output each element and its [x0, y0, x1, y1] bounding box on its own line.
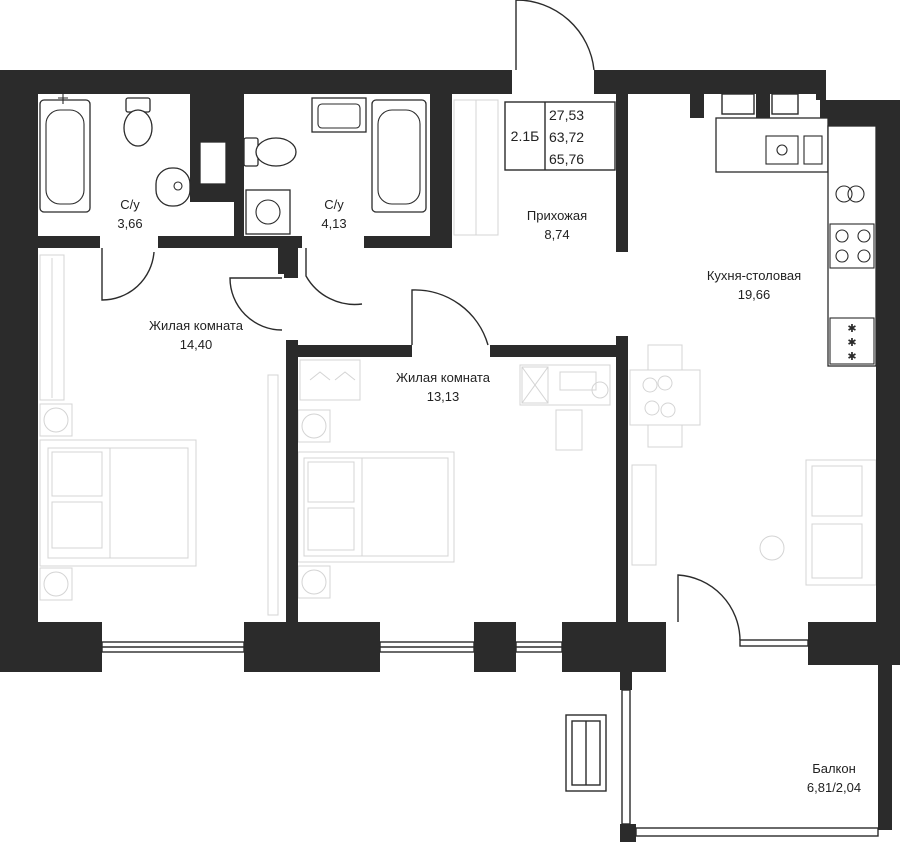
balcony-name: Балкон: [812, 761, 856, 776]
sofa-icon: [759, 459, 877, 586]
entrance-door-swing: [515, 0, 595, 71]
svg-text:✱: ✱: [847, 323, 856, 335]
bed-icon: [39, 439, 197, 567]
kitchen-area: 19,66: [738, 287, 771, 302]
bathtub-icon: [371, 99, 427, 213]
living1-name: Жилая комната: [149, 318, 244, 333]
area-living: 27,53: [549, 107, 584, 123]
svg-text:✱: ✱: [847, 337, 856, 349]
bath1-name: С/у: [120, 197, 140, 212]
area-total-balcony: 65,76: [549, 151, 584, 167]
dining-table-icon: [629, 344, 701, 448]
bath1-area: 3,66: [117, 216, 142, 231]
apartment-info-tag: 2.1Б 27,53 63,72 65,76: [504, 101, 616, 171]
windows: [101, 93, 809, 653]
living2-area: 13,13: [427, 389, 460, 404]
kitchen-sink-icon: [765, 135, 823, 165]
kitchen-fixtures: ✱ ✱ ✱: [715, 117, 877, 367]
hall-wardrobe-icon: [453, 99, 499, 236]
living2-name: Жилая комната: [396, 370, 491, 385]
bath2-name: С/у: [324, 197, 344, 212]
wardrobe-icon: [299, 359, 361, 401]
wardrobe-icon: [39, 254, 65, 401]
hall-name: Прихожая: [527, 208, 587, 223]
svg-text:✱: ✱: [847, 351, 856, 363]
nightstand-icon: [297, 409, 331, 599]
apartment-type-code: 2.1Б: [511, 128, 540, 144]
bathroom-fixtures: [39, 94, 427, 235]
living1-area: 14,40: [180, 337, 213, 352]
bath2-area: 4,13: [321, 216, 346, 231]
shelf-icon: [267, 374, 279, 616]
fridge-icon: ✱ ✱ ✱: [829, 317, 875, 365]
washing-machine-icon: [245, 189, 291, 235]
shaft-icon: [199, 141, 227, 185]
desk-icon: [519, 364, 611, 451]
kitchen-name: Кухня-столовая: [707, 268, 801, 283]
balcony-door-swing: [677, 574, 741, 641]
hall-area: 8,74: [544, 227, 569, 242]
bath2-door-swing: [305, 248, 363, 306]
bed-icon: [297, 451, 455, 563]
counter-right: [827, 125, 877, 367]
nightstand-icon: [39, 403, 73, 601]
walls: [0, 70, 900, 842]
area-total: 63,72: [549, 129, 584, 145]
room-labels: С/у 3,66 С/у 4,13 Прихожая 8,74 Кухня-ст…: [117, 197, 861, 795]
sink-icon: [311, 97, 367, 133]
stove-icon: [829, 223, 875, 269]
balcony-outline: [565, 689, 879, 837]
sink-icon: [155, 167, 191, 207]
balcony-area: 6,81/2,04: [807, 780, 861, 795]
toilet-icon: [243, 137, 297, 167]
bath1-door-swing: [101, 248, 155, 301]
tv-stand-icon: [631, 464, 657, 566]
living2-door-swing: [411, 289, 489, 346]
bathtub-icon: [39, 94, 91, 213]
appliance-icon: [835, 185, 865, 203]
living1-door-swing: [229, 277, 283, 331]
toilet-icon: [123, 97, 153, 147]
furniture-layer: [39, 99, 877, 616]
doors: [101, 0, 741, 641]
